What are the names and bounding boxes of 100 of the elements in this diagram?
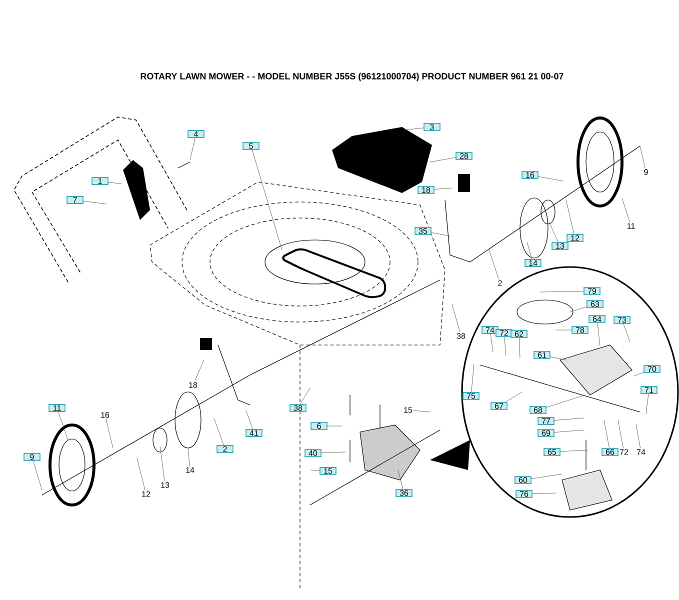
leader-line [597,322,600,346]
leader-line [566,200,574,234]
callout-number-box: 65 [544,448,560,456]
leader-line [622,198,630,222]
callout-number: 38 [456,333,466,339]
leader-line [623,324,630,342]
callout-number: 2 [498,280,502,286]
callout-number-box: 13 [552,242,568,250]
leader-line [471,364,474,392]
title: ROTARY LAWN MOWER - - MODEL NUMBER J55S (96121000704) PRODUCT NUMBER 961 21 00-07 [140,72,564,82]
callout-number-box: 60 [514,476,532,484]
callout-number-box: 41 [246,429,262,437]
leader-line [300,388,310,404]
leader-line [548,222,558,242]
leader-line [538,176,564,182]
callout-number-box: 78 [572,326,588,334]
callout-number: 18 [189,382,198,388]
leader-line [188,448,190,466]
callout-number-box: 63 [586,300,604,308]
leader-line [252,150,282,250]
leader-line [570,306,587,312]
callout-number-box: 11 [48,404,66,412]
leader-line [560,450,588,452]
callout-number-box: 12 [566,234,584,242]
callout-number-box: 64 [588,314,606,324]
callout-number-box: 4 [188,130,204,138]
callout-number: 13 [161,482,170,488]
leader-line [554,418,584,421]
callout-number-box: 62 [510,330,528,338]
callout-number-box: 79 [584,286,600,296]
callout-number-box: 5 [242,142,260,150]
callout-number-box: 72 [496,329,512,337]
callout-number-box: 70 [644,364,660,374]
leader-line [430,157,456,162]
leader-line [646,394,649,414]
callout-number-box: 66 [602,448,618,456]
callout-number-box: 75 [462,392,480,400]
callout-number-box: 16 [522,170,538,180]
callout-number-box: 68 [530,406,546,414]
callout-number: 11 [627,223,635,229]
leader-line [246,410,253,430]
leader-line [214,418,224,446]
callout-number-box: 3 [424,122,440,132]
leader-line [540,290,584,292]
callout-number-box: 73 [614,316,630,324]
callout-number-box: 36 [396,488,412,498]
leader-line [505,392,522,402]
leader-line [636,424,640,448]
leader-line [83,200,106,204]
callout-number-box: 35 [414,226,432,236]
callout-number-box: 67 [490,402,508,410]
callout-number-box: 28 [456,152,472,160]
callout-number: 15 [404,407,412,413]
callout-number-box: 7 [66,196,84,204]
leader-line [518,338,520,358]
leader-line [33,460,42,490]
leader-line [106,418,114,448]
callout-number: 16 [101,412,110,418]
callout-number: 72 [620,449,628,455]
leader-line [604,420,610,448]
callout-number-box: 2 [216,445,234,453]
leader-line [194,360,204,382]
leader-line [413,410,430,412]
callout-number-box: 38 [290,404,306,412]
leader-line [160,446,165,482]
callout-number-box: 18 [418,186,434,194]
leader-line [488,250,499,280]
callout-number-box: 14 [524,259,542,267]
callout-number-box: 61 [534,350,550,360]
leader-line [618,420,624,448]
callout-number: 14 [186,467,194,473]
callout-number-box: 1 [92,177,108,185]
callout-number: 74 [636,449,646,455]
callout-number: 9 [644,169,648,175]
callout-number-box: 71 [640,386,658,394]
callout-number-box: 15 [320,467,336,475]
leader-line [554,430,584,433]
leader-line [452,304,460,332]
callout-number-box: 9 [24,452,40,462]
leader-line [504,336,506,356]
callout-number-box: 77 [538,417,554,425]
leader-line [310,470,320,471]
leader-line [136,458,146,490]
leader-line [634,372,644,376]
leader-line [546,396,582,408]
leader-line [550,356,566,360]
leader-line [321,452,346,453]
callout-number-box: 76 [516,490,532,498]
leader-line [431,232,450,236]
leader-line [398,470,404,490]
leader-line [531,474,562,479]
leader-line [190,138,196,160]
callout-number-box: 69 [538,428,554,438]
leader-line [58,412,68,440]
callout-number-box: 74 [482,326,498,334]
leader-line [108,182,122,184]
callout-number-box: 40 [304,448,322,458]
leader-line [434,188,452,190]
leader-line [526,242,532,260]
callout-number-box: 6 [310,422,328,430]
